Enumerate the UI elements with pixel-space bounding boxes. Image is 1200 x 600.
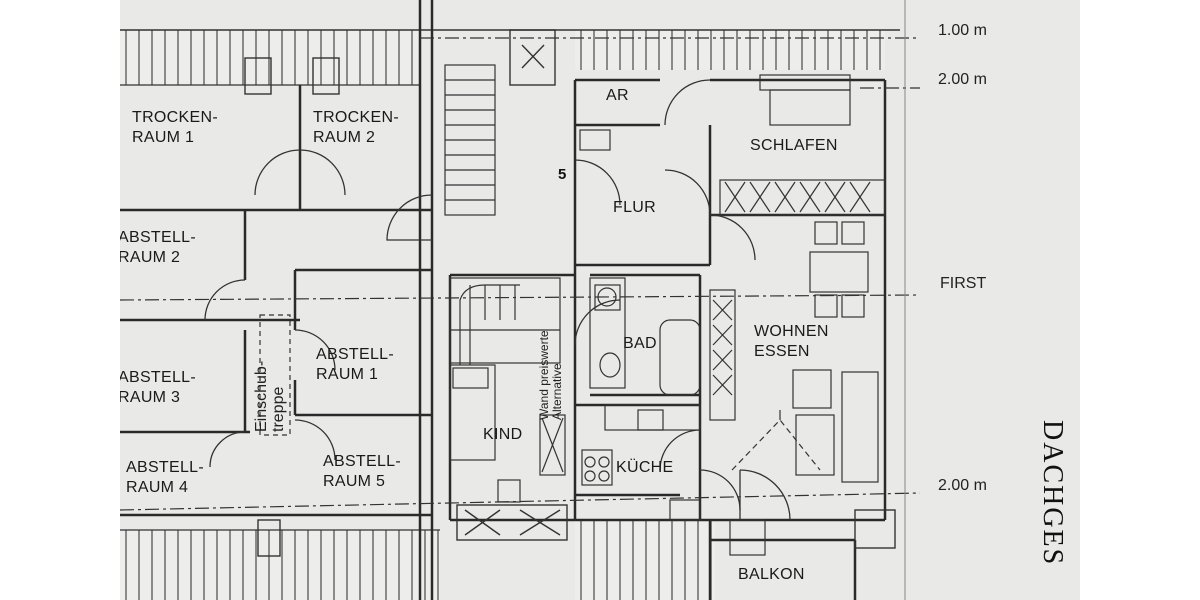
- stair-number: 5: [558, 166, 567, 183]
- room-label-abstellraum-4: ABSTELL-RAUM 4: [126, 459, 204, 496]
- fixtures: [259, 74, 886, 556]
- room-label-schlafen: SCHLAFEN: [750, 137, 838, 154]
- walls: [120, 0, 887, 600]
- room-label-abstellraum-2: ABSTELL-RAUM 2: [120, 229, 196, 266]
- room-label-abstellraum-3: ABSTELL-RAUM 3: [120, 369, 196, 406]
- einschubtreppe-label: Einschub-treppe: [253, 360, 287, 432]
- room-label-flur: FLUR: [613, 199, 656, 216]
- room-label-abstellraum-5: ABSTELL-RAUM 5: [323, 453, 401, 490]
- stair-spiral: [449, 277, 561, 365]
- marker-2m-bottom: 2.00 m: [938, 477, 987, 494]
- marker-1m: 1.00 m: [938, 22, 987, 39]
- door-swings: [204, 79, 791, 521]
- rafter-zone-top: [120, 29, 900, 86]
- floor-plan-drawing: [120, 0, 921, 600]
- room-label-trockenraum-2: TROCKEN-RAUM 2: [313, 109, 399, 146]
- room-label-bad: BAD: [623, 335, 657, 352]
- side-title: DACHGES: [1037, 420, 1068, 567]
- floor-plan-sheet: TROCKEN-RAUM 1 TROCKEN-RAUM 2 ABSTELL-RA…: [120, 0, 1080, 600]
- room-label-kueche: KÜCHE: [616, 459, 674, 476]
- marker-first: FIRST: [940, 275, 987, 292]
- room-label-ar: AR: [606, 87, 629, 104]
- room-label-kind: KIND: [483, 426, 523, 443]
- stair-straight: [444, 64, 496, 216]
- room-label-trockenraum-1: TROCKEN-RAUM 1: [132, 109, 218, 146]
- marker-2m-top: 2.00 m: [938, 71, 987, 88]
- level-lines: [120, 0, 921, 600]
- rafter-zone-bottom: [120, 520, 715, 600]
- room-label-balkon: BALKON: [738, 566, 805, 583]
- roof-windows: [244, 29, 896, 557]
- room-label-abstellraum-1: ABSTELL-RAUM 1: [316, 346, 394, 383]
